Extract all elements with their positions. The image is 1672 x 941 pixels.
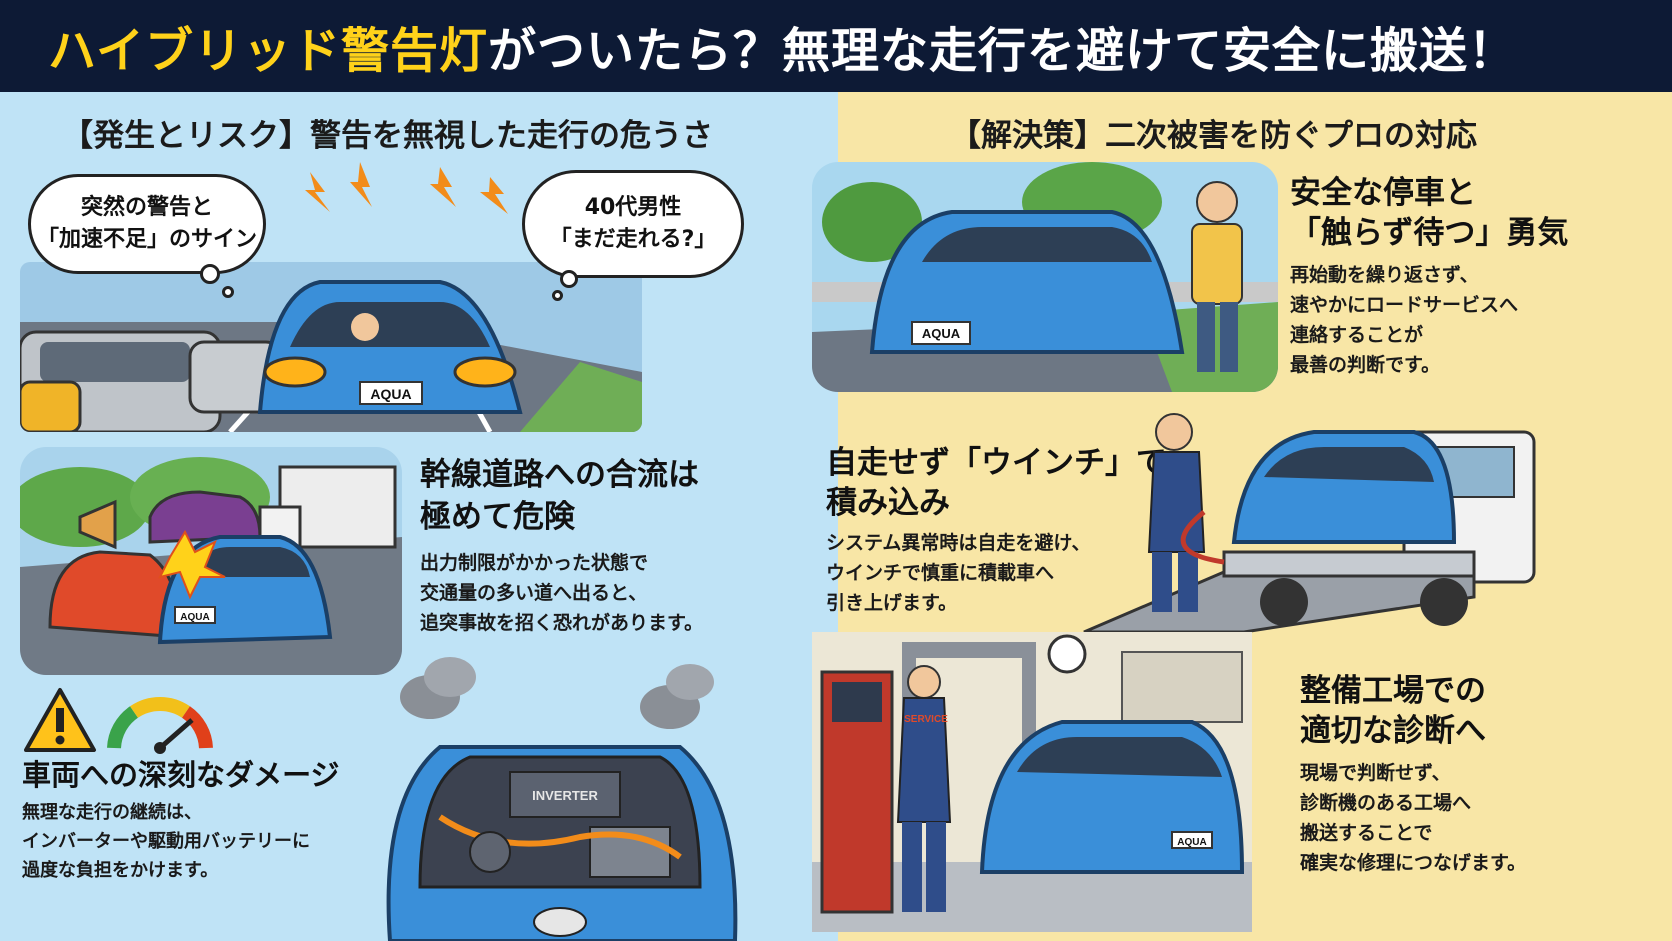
damage-body-3: 過度な負担をかけます。 [22, 860, 219, 881]
winch-title-1: 自走せず「ウインチ」で [826, 445, 1167, 481]
stop-body-2: 速やかにロードサービスへ [1290, 294, 1519, 316]
left-panel: 【発生とリスク】警告を無視した走行の危うさ AQUA [0, 92, 838, 941]
plate-text: AQUA [370, 386, 411, 402]
thought-bubble-left: 突然の警告と 「加速不足」のサイン [28, 174, 266, 274]
shop-body-4: 確実な修理につなげます。 [1300, 852, 1527, 874]
warning-icon [24, 688, 96, 752]
thought-bubble-right: 40代男性 「まだ走れる?」 [522, 170, 744, 278]
damage-body-2: インバーターや駆動用バッテリーに [22, 831, 310, 852]
title-highlight: ハイブリッド警告灯 [48, 23, 489, 79]
bubble-right-line2: 「まだ走れる?」 [549, 227, 717, 252]
plate-text-merge: AQUA [180, 612, 209, 623]
winch-body-2: ウインチで慎重に積載車へ [826, 562, 1055, 584]
stop-body-1: 再始動を繰り返さず、 [1290, 264, 1479, 286]
scene-roadside-stop: AQUA [812, 162, 1278, 392]
car-front-aqua: AQUA [257, 280, 523, 414]
shop-title-2: 適切な診断へ [1300, 713, 1486, 749]
left-heading: 【発生とリスク】警告を無視した走行の危うさ [62, 118, 713, 154]
stop-title-2: 「触らず待つ」勇気 [1290, 215, 1569, 251]
bubble-puff [200, 264, 220, 284]
stop-title-1: 安全な停車と [1290, 175, 1476, 211]
shop-body-3: 搬送することで [1300, 822, 1433, 844]
shop-body-2: 診断機のある工場へ [1300, 792, 1472, 814]
merge-title-1: 幹線道路への合流は [420, 457, 699, 493]
bubble-puff [560, 270, 578, 288]
scene-merge: AQUA [20, 447, 402, 675]
page-title: ハイブリッド警告灯がついたら？無理な走行を避けて安全に搬送！ [48, 11, 1517, 81]
bubble-right-line1: 40代男性 [584, 195, 682, 220]
merge-body-1: 出力制限がかかった状態で [420, 552, 649, 574]
plate-text-stop: AQUA [922, 326, 961, 341]
title-bar: ハイブリッド警告灯がついたら？無理な走行を避けて安全に搬送！ [0, 0, 1672, 92]
merge-body-3: 追突事故を招く恐れがあります。 [420, 612, 704, 634]
right-panel: 【解決策】二次被害を防ぐプロの対応 AQUA 安全な停車と 「触らず待つ」勇気 … [812, 92, 1672, 941]
scene-tow-truck [1074, 402, 1544, 652]
bubble-puff [222, 286, 234, 298]
damage-body-1: 無理な走行の継続は、 [22, 802, 202, 823]
service-label: SERVICE [904, 714, 948, 725]
scene-highway: AQUA [20, 262, 642, 432]
shop-title-1: 整備工場での [1300, 673, 1486, 709]
bubble-puff [552, 290, 563, 301]
winch-body-1: システム異常時は自走を避け、 [826, 532, 1091, 554]
bubble-left-line2: 「加速不足」のサイン [36, 227, 257, 252]
stop-body-3: 連絡することが [1290, 324, 1424, 346]
inverter-label: INVERTER [532, 788, 598, 803]
merge-body-2: 交通量の多い道へ出ると、 [420, 582, 648, 604]
lightning-icon [305, 162, 508, 214]
stop-body-4: 最善の判断です。 [1290, 354, 1441, 376]
right-heading: 【解決策】二次被害を防ぐプロの対応 [950, 118, 1477, 154]
gauge-icon [107, 696, 213, 754]
winch-title-2: 積み込み [826, 485, 950, 521]
winch-body-3: 引き上げます。 [826, 592, 958, 614]
plate-text-shop: AQUA [1177, 837, 1206, 848]
bubble-left-line1: 突然の警告と [80, 195, 213, 220]
shop-body-1: 現場で判断せず、 [1300, 762, 1451, 784]
scene-engine: INVERTER [380, 637, 740, 941]
merge-title-2: 極めて危険 [420, 499, 575, 535]
title-rest: がついたら？無理な走行を避けて安全に搬送！ [488, 23, 1518, 79]
damage-title: 車両への深刻なダメージ [22, 758, 340, 792]
scene-workshop: SERVICE AQUA [812, 632, 1252, 932]
